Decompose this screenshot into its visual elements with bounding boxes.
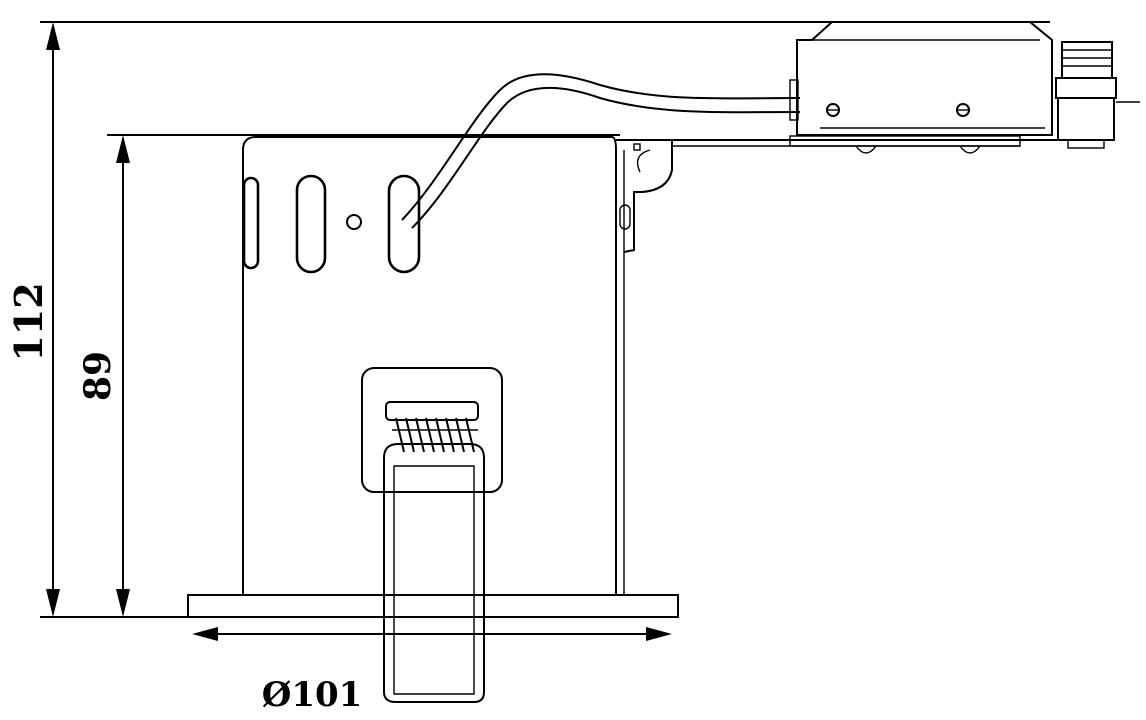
cable-lower-edge [411, 86, 801, 229]
spring-clip [361, 367, 503, 703]
arrowhead-right [646, 627, 672, 641]
wire-slot [387, 174, 421, 274]
can-body [187, 136, 679, 618]
clip-arm-inner [393, 465, 475, 695]
spring-coil-icon [395, 417, 475, 453]
connector-foot [1067, 139, 1105, 149]
bracket-hole [633, 143, 641, 151]
connector-base [1055, 77, 1117, 99]
cable-entry [789, 79, 799, 121]
junction-box-outline [796, 21, 1053, 136]
dimension-can-height: 89 [77, 134, 620, 617]
terminal-connector [1055, 41, 1140, 149]
cable [401, 73, 801, 229]
screw-left-icon [826, 103, 840, 117]
bracket-outline [616, 139, 673, 253]
arrowhead-left [192, 627, 218, 641]
bracket-hook [636, 149, 651, 173]
junction-box [789, 21, 1053, 154]
connector-mount [1057, 97, 1115, 141]
mounting-rail [672, 135, 1110, 147]
dimension-diameter: Ø101 [192, 627, 672, 715]
mounting-bracket [616, 139, 673, 253]
can-height-label: 89 [77, 351, 119, 401]
diameter-label: Ø101 [262, 675, 363, 715]
dimension-overall-height: 112 [6, 21, 1050, 618]
overall-height-label: 112 [6, 282, 51, 361]
arrowhead-up [116, 135, 130, 163]
arrowhead-down [116, 589, 130, 617]
connector-body [1061, 41, 1113, 79]
spring-housing [361, 367, 503, 493]
trim-flange [187, 594, 679, 618]
clip-arm [383, 443, 485, 703]
spring-retainer [385, 401, 479, 421]
mount-bump [959, 145, 981, 154]
bracket-clip [619, 204, 631, 230]
arrowhead-down [46, 589, 60, 617]
side-slot [242, 176, 260, 270]
cable-upper-edge [401, 73, 801, 221]
vent-slot [295, 174, 327, 274]
arrowhead-up [46, 22, 60, 50]
screw-right-icon [956, 103, 970, 117]
mount-bump [855, 145, 877, 154]
rivet-hole [346, 214, 362, 230]
can-outline [242, 136, 617, 595]
